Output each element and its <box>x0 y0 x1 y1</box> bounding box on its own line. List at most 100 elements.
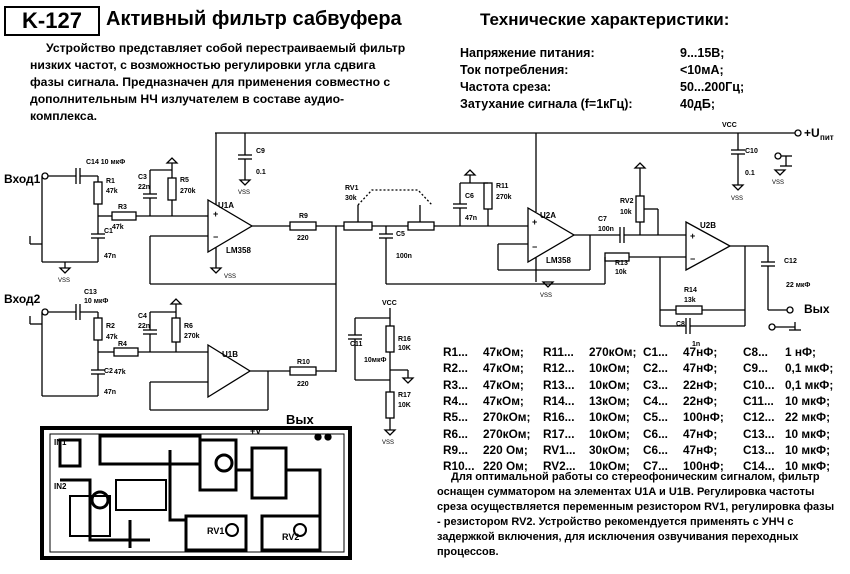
svg-text:RV2: RV2 <box>620 198 634 205</box>
spec-row: Напряжение питания:9...15В; <box>460 46 724 60</box>
specs-title: Технические характеристики: <box>480 10 730 29</box>
svg-text:−: − <box>532 242 537 252</box>
svg-text:C12: C12 <box>784 258 797 265</box>
svg-text:+V: +V <box>250 426 261 436</box>
svg-text:VSS: VSS <box>772 180 784 186</box>
svg-text:+: + <box>213 209 218 219</box>
parts-cell: R6... <box>443 426 468 441</box>
rv1-potentiometer <box>343 221 373 231</box>
svg-text:−: − <box>213 232 218 242</box>
svg-text:U2B: U2B <box>700 221 716 230</box>
svg-text:22n: 22n <box>138 184 150 191</box>
svg-text:R11: R11 <box>496 183 509 190</box>
svg-text:R5: R5 <box>180 177 189 184</box>
parts-cell: 47кОм; <box>483 393 524 408</box>
svg-text:R16: R16 <box>398 336 411 343</box>
svg-text:270k: 270k <box>496 194 512 201</box>
r1-resistor <box>93 181 103 205</box>
output-label: Вых <box>804 302 830 316</box>
svg-text:47n: 47n <box>104 253 116 260</box>
parts-cell: 22нФ; <box>683 377 718 392</box>
svg-text:47n: 47n <box>104 389 116 396</box>
r11-resistor <box>483 182 493 210</box>
parts-cell: 47кОм; <box>483 345 524 359</box>
parts-cell: R4... <box>443 393 468 408</box>
svg-text:C3: C3 <box>138 174 147 181</box>
parts-cell: C14... <box>743 459 775 474</box>
output-terminal <box>786 306 794 314</box>
svg-text:VSS: VSS <box>731 196 743 202</box>
parts-cell: R11... <box>543 345 574 359</box>
svg-text:10K: 10K <box>398 345 411 352</box>
parts-cell: 47нФ; <box>683 361 718 376</box>
parts-cell: 100нФ; <box>683 459 724 474</box>
svg-text:100n: 100n <box>598 226 614 233</box>
svg-text:C13: C13 <box>84 289 97 296</box>
parts-cell: 10кОм; <box>589 426 630 441</box>
svg-text:R4: R4 <box>118 341 127 348</box>
parts-cell: 47нФ; <box>683 426 718 441</box>
svg-text:R10: R10 <box>297 359 310 366</box>
svg-text:U1A: U1A <box>218 201 234 210</box>
parts-cell: C6... <box>643 426 668 441</box>
svg-text:VCC: VCC <box>382 300 397 307</box>
parts-cell: 270кОм; <box>589 345 637 359</box>
c14-capacitor: C14 10 мкФ <box>75 159 125 184</box>
svg-text:C1: C1 <box>104 228 113 235</box>
r10-resistor <box>289 366 317 376</box>
r17-resistor <box>385 391 395 419</box>
svg-text:10мкФ: 10мкФ <box>364 357 386 364</box>
vcc-label: VCC <box>722 122 737 129</box>
spec-row: Ток потребления:<10мА; <box>460 63 724 77</box>
u1a-opamp <box>207 198 254 254</box>
svg-text:LM358: LM358 <box>546 256 571 265</box>
parts-cell: 30кОм; <box>589 442 630 457</box>
svg-text:+: + <box>532 217 537 227</box>
model-tag: K-127 <box>4 6 100 36</box>
parts-cell: C12... <box>743 410 775 425</box>
svg-text:C9: C9 <box>256 148 265 155</box>
parts-cell: 10 мкФ; <box>785 442 831 457</box>
parts-cell: 270кОм; <box>483 410 531 425</box>
intro-text: Устройство представляет собой перестраив… <box>30 41 406 123</box>
parts-cell: R17... <box>543 426 575 441</box>
u1b-opamp <box>207 343 252 399</box>
svg-text:220: 220 <box>297 235 309 242</box>
r14-resistor <box>675 305 703 315</box>
parts-cell: 22 мкФ; <box>785 410 831 425</box>
parts-cell: C9... <box>743 361 768 376</box>
rv2-potentiometer <box>635 195 645 223</box>
spec-value: 9...15В; <box>680 46 725 60</box>
parts-cell: 47кОм; <box>483 361 524 376</box>
parts-cell: 47кОм; <box>483 377 524 392</box>
supply-sub-label: пит <box>820 133 834 142</box>
parts-cell: 47нФ; <box>683 442 718 457</box>
parts-cell: R2... <box>443 361 468 376</box>
parts-cell: R9... <box>443 442 468 457</box>
svg-text:VSS: VSS <box>382 440 394 446</box>
svg-text:R2: R2 <box>106 323 115 330</box>
parts-cell: C8... <box>743 345 768 359</box>
spec-value: 40дБ; <box>680 97 715 111</box>
spec-row: Частота среза:50...200Гц; <box>460 80 744 94</box>
parts-cell: C2... <box>643 361 668 376</box>
parts-cell: R1... <box>443 345 468 359</box>
svg-text:C4: C4 <box>138 313 147 320</box>
svg-text:47k: 47k <box>106 334 118 341</box>
pcb-board: IN1 IN2 +V Вых RV1 RV2 <box>40 412 352 560</box>
r6-resistor <box>171 317 181 343</box>
parts-cell: 10кОм; <box>589 459 630 474</box>
svg-text:LM358: LM358 <box>226 246 251 255</box>
parts-cell: R13... <box>543 377 575 392</box>
svg-text:U1B: U1B <box>222 350 238 359</box>
svg-text:R14: R14 <box>684 287 697 294</box>
svg-text:47n: 47n <box>465 215 477 222</box>
svg-text:VSS: VSS <box>58 278 70 284</box>
svg-text:C5: C5 <box>396 231 405 238</box>
svg-text:1n: 1n <box>692 341 700 348</box>
parts-cell: 100нФ; <box>683 410 724 425</box>
parts-cell: R10... <box>443 459 475 474</box>
svg-text:R6: R6 <box>184 323 193 330</box>
parts-cell: C4... <box>643 393 668 408</box>
parts-cell: C11... <box>743 393 774 408</box>
